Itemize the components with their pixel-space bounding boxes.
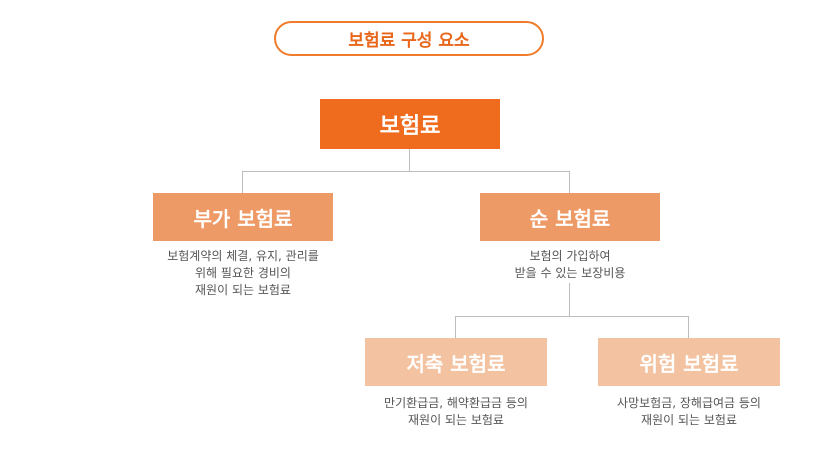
node-saving-premium-desc: 만기환급금, 해약환급금 등의 재원이 되는 보험료 bbox=[336, 395, 576, 429]
desc-line: 보험계약의 체결, 유지, 관리를 bbox=[167, 249, 319, 263]
connector-left-drop bbox=[242, 171, 243, 193]
desc-line: 만기환급금, 해약환급금 등의 bbox=[384, 396, 528, 410]
node-saving-premium: 저축 보험료 bbox=[365, 338, 547, 386]
diagram-title: 보험료 구성 요소 bbox=[274, 21, 544, 56]
desc-line: 재원이 되는 보험료 bbox=[641, 413, 737, 427]
connector-root-down bbox=[409, 149, 410, 172]
connector-right-drop bbox=[569, 171, 570, 193]
node-net-premium-desc: 보험의 가입하여 받을 수 있는 보장비용 bbox=[450, 248, 690, 282]
connector-level2-horizontal bbox=[242, 171, 570, 172]
desc-line: 보험의 가입하여 bbox=[529, 249, 611, 263]
node-additional-premium-desc: 보험계약의 체결, 유지, 관리를 위해 필요한 경비의 재원이 되는 보험료 bbox=[123, 248, 363, 299]
desc-line: 위해 필요한 경비의 bbox=[195, 266, 291, 280]
node-risk-premium-desc: 사망보험금, 장해급여금 등의 재원이 되는 보험료 bbox=[569, 395, 809, 429]
connector-right-down bbox=[569, 283, 570, 316]
node-premium: 보험료 bbox=[320, 99, 500, 149]
desc-line: 사망보험금, 장해급여금 등의 bbox=[617, 396, 761, 410]
connector-saving-drop bbox=[455, 316, 456, 338]
node-risk-premium: 위험 보험료 bbox=[598, 338, 780, 386]
desc-line: 재원이 되는 보험료 bbox=[408, 413, 504, 427]
connector-level3-horizontal bbox=[455, 316, 689, 317]
desc-line: 재원이 되는 보험료 bbox=[195, 283, 291, 297]
connector-risk-drop bbox=[688, 316, 689, 338]
node-net-premium: 순 보험료 bbox=[480, 193, 660, 241]
node-additional-premium: 부가 보험료 bbox=[153, 193, 333, 241]
desc-line: 받을 수 있는 보장비용 bbox=[514, 266, 626, 280]
